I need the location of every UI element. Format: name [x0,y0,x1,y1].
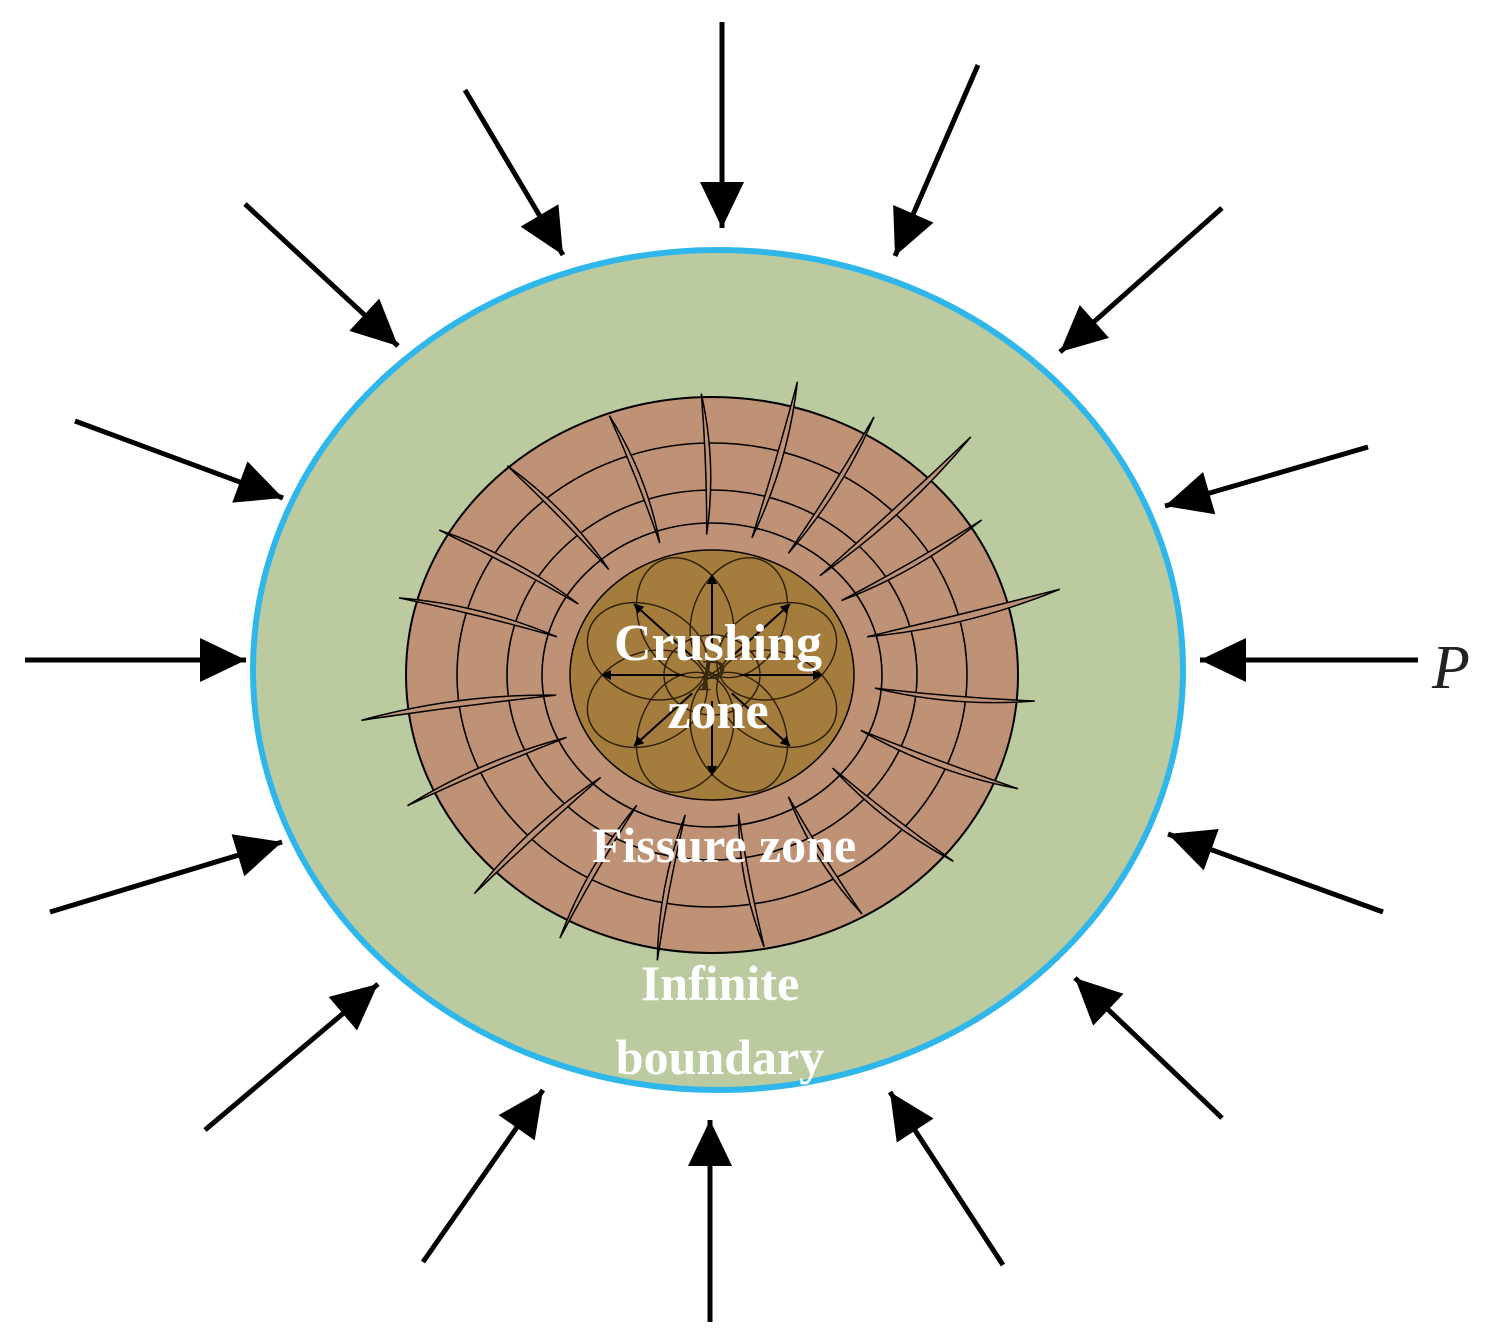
inward-arrow-icon [74,418,284,503]
fragment-lobe [716,601,838,701]
crack [787,416,875,554]
crack [608,415,661,544]
arrow-head [1168,829,1219,871]
arrow-head [231,834,282,877]
inward-arrow-icon [462,88,566,257]
crushing-zone-label-line1: Crushing [614,615,822,672]
outward-arrow-icon [633,603,693,658]
arrow-head [328,984,378,1031]
crushing-fragments [586,557,838,793]
radial-cracks [361,381,1061,961]
arrow-head [1075,978,1124,1026]
infinite-boundary-label-line1: Infinite [641,955,799,1011]
arrow-head [893,205,934,256]
fissure-ring [541,522,883,828]
inward-arrow-icon [688,1120,732,1322]
fissure-ring [506,489,918,861]
inward-arrow-icon [1200,638,1418,682]
fissure-zone-label: Fissure zone [592,817,856,873]
crack [506,465,610,571]
crack [407,736,567,807]
crack [737,813,765,948]
arrow-head [498,1090,543,1141]
arrow-head [1060,304,1109,352]
crack [656,814,686,961]
crack [438,529,579,605]
crack [559,804,638,939]
crack [860,729,1019,790]
crack [819,436,972,577]
arrow-head [520,204,563,255]
inner-pressure-label: P [698,651,726,700]
crack [787,796,863,915]
inward-arrow-icon [1164,444,1369,515]
crack [751,381,799,539]
fragment-lobe [689,557,789,679]
infinite-boundary-label-line2: boundary [616,1029,824,1085]
inward-arrow-icon [1167,829,1384,915]
pressure-label: P [1431,634,1470,702]
fragment-lobe [635,557,735,679]
crack [398,597,558,638]
arrow-head [890,1092,934,1143]
inward-arrow-icon [243,202,400,348]
inward-pressure-arrows [25,22,1418,1322]
crack [841,519,983,602]
inward-arrow-icon [49,834,283,915]
inward-arrow-icon [887,1090,1006,1267]
arrow-head [688,1120,732,1166]
crack [874,687,1035,704]
inward-arrow-icon [1058,206,1224,354]
fissure-rings [456,442,968,908]
arrow-head [349,298,398,346]
crack [700,393,712,535]
crack [473,776,602,895]
inward-arrow-icon [25,638,246,682]
crack [361,694,557,722]
inward-arrow-icon [1073,976,1224,1120]
arrow-head [1165,472,1216,515]
crack [866,588,1061,638]
inward-arrow-icon [420,1088,546,1264]
crack [832,767,954,862]
outward-arrow-icon [633,692,693,747]
fragment-lobe [586,601,708,701]
crushing-zone-label-line2: zone [667,683,768,740]
outward-arrow-icon [731,603,791,658]
arrow-head [700,182,744,228]
fissure-ring [456,442,968,908]
outward-arrow-icon [731,692,791,747]
inward-arrow-icon [892,64,981,257]
arrow-head [232,461,283,503]
inward-arrow-icon [203,982,380,1132]
arrow-head [200,638,246,682]
inward-arrow-icon [700,22,744,228]
arrow-head [1200,638,1246,682]
outward-expansion-arrows [601,574,823,776]
